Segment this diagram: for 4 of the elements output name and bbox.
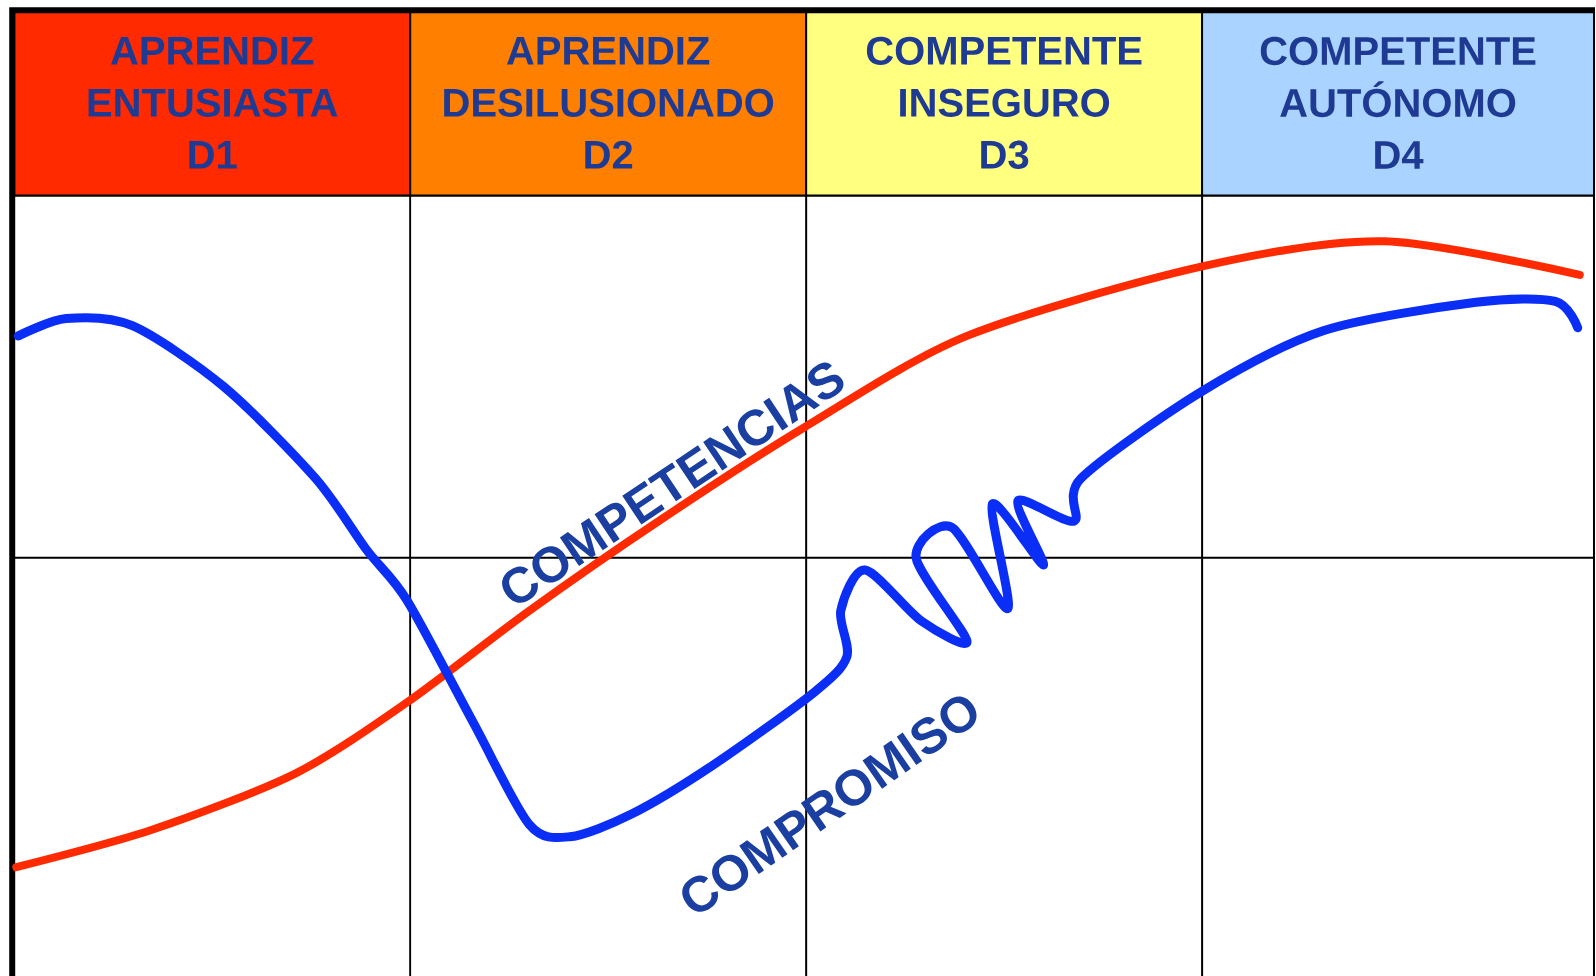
header-cell: COMPETENTE INSEGURO D3 [805, 9, 1204, 197]
header-cell: APRENDIZ DESILUSIONADO D2 [409, 9, 808, 197]
header-cell: COMPETENTE AUTÓNOMO D4 [1201, 9, 1596, 197]
header-cell: APRENDIZ ENTUSIASTA D1 [13, 9, 412, 197]
